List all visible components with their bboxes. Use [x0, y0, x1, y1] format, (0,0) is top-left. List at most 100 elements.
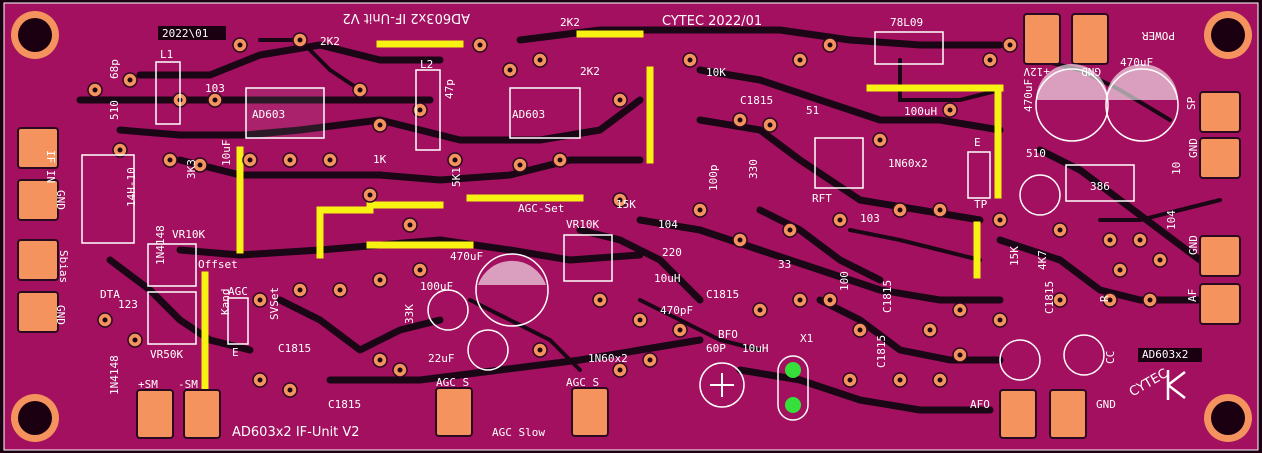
pad-drill-hole — [847, 377, 853, 383]
pad-drill-hole — [987, 57, 993, 63]
pad-drill-hole — [417, 107, 423, 113]
lbl-r10: 10 — [1170, 162, 1183, 175]
pad-drill-hole — [947, 107, 953, 113]
pad-drill-hole — [997, 217, 1003, 223]
pad-drill-hole — [1107, 237, 1113, 243]
pad-drill-hole — [997, 317, 1003, 323]
lbl-rft: RFT — [812, 192, 832, 205]
lbl-c103b: 103 — [860, 212, 880, 225]
lbl-l100uh: 100uH — [904, 105, 937, 118]
lbl-c470uf-a: 470uF — [450, 250, 483, 263]
lbl-afo: AFO — [970, 398, 990, 411]
rft-outline — [814, 137, 864, 189]
ic386-outline — [1065, 164, 1135, 202]
ad603b-outline — [509, 87, 581, 139]
pad-gnd-left-bot — [17, 291, 59, 333]
lbl-r33k: 33K — [403, 304, 416, 324]
agc-vr-outline — [227, 297, 249, 345]
lbl-gnd-right: GND — [1187, 138, 1200, 158]
lbl-r: R — [1098, 295, 1111, 302]
lbl-c470uf-c: 470uF — [1022, 79, 1035, 112]
lbl-d1n148a: 1N4148 — [154, 225, 167, 265]
cytec-logo — [1166, 370, 1186, 400]
lbl-c60p: 60P — [706, 342, 726, 355]
lbl-reg: 78L09 — [890, 16, 923, 29]
lbl-kand: Kand — [219, 289, 232, 316]
mounting-hole-br — [1204, 394, 1252, 442]
lbl-e1: E — [974, 136, 981, 149]
lbl-r510a: 510 — [108, 100, 121, 120]
lbl-c470pf: 470pF — [660, 304, 693, 317]
pad-drill-hole — [767, 122, 773, 128]
l1-outline — [155, 61, 181, 125]
ad603a-outline — [245, 87, 325, 139]
pad-drill-hole — [377, 277, 383, 283]
pad-drill-hole — [687, 57, 693, 63]
lbl-vr50k: VR50K — [150, 348, 183, 361]
lbl-af: AF — [1186, 289, 1199, 302]
pad-drill-hole — [297, 287, 303, 293]
code-label: 2022\01 — [162, 27, 208, 40]
lbl-svset: SVSet — [268, 287, 281, 320]
lbl-d1n60b: 1N60x2 — [588, 352, 628, 365]
crystal-x1 — [777, 355, 809, 421]
lbl-if-in: IF IN — [44, 150, 57, 183]
pad-drill-hole — [1137, 237, 1143, 243]
lbl-agc: AGC — [228, 285, 248, 298]
mounting-hole-tr — [1204, 11, 1252, 59]
lbl-r1k: 1K — [373, 153, 387, 166]
pad-drill-hole — [127, 77, 133, 83]
lbl-c47p: 47p — [443, 79, 456, 99]
lbl-relay: 14H-10 — [125, 167, 138, 207]
pad-drill-hole — [857, 327, 863, 333]
pad-drill-hole — [937, 377, 943, 383]
pad-drill-hole — [357, 87, 363, 93]
pad-drill-hole — [797, 57, 803, 63]
pad-drill-hole — [1147, 297, 1153, 303]
pad-drill-hole — [737, 117, 743, 123]
pad-if-in — [17, 127, 59, 169]
lbl-c100p: 100p — [707, 165, 720, 192]
lbl-r2k2a: 2K2 — [320, 35, 340, 48]
lbl-vr10k-b: VR10K — [566, 218, 599, 231]
mounting-hole-bl — [11, 394, 59, 442]
pad-drill-hole — [617, 367, 623, 373]
pad-drill-hole — [167, 157, 173, 163]
lbl-bfo: BFO — [718, 328, 738, 341]
lbl-c1815-a: C1815 — [278, 342, 311, 355]
vr50k-outline — [147, 291, 197, 345]
logo-sub: AD603x2 — [1142, 348, 1188, 361]
pad-drill-hole — [1157, 257, 1163, 263]
pad-drill-hole — [797, 297, 803, 303]
pad-drill-hole — [327, 157, 333, 163]
lbl-l10uh-b: 10uH — [742, 342, 769, 355]
pad-drill-hole — [637, 317, 643, 323]
pad-drill-hole — [517, 162, 523, 168]
connector-pads — [17, 13, 1241, 439]
lbl-gnd-right-2: GND — [1187, 235, 1200, 255]
pad-drill-hole — [1057, 227, 1063, 233]
pad-agc-s2 — [571, 387, 609, 437]
pad-drill-hole — [377, 357, 383, 363]
pad-drill-hole — [377, 122, 383, 128]
pad-drill-hole — [537, 347, 543, 353]
pad-drill-hole — [92, 87, 98, 93]
lbl-r5k1: 5K1 — [450, 167, 463, 187]
lbl-c22uf: 22uF — [428, 352, 455, 365]
pad-plus-sm — [136, 389, 174, 439]
component-outlines — [81, 31, 1135, 345]
lbl-c103a: 103 — [205, 82, 225, 95]
pad-drill-hole — [212, 97, 218, 103]
lbl-gnd-left: GND — [54, 190, 67, 210]
pad-drill-hole — [957, 352, 963, 358]
lbl-c1815-f: C1815 — [881, 280, 894, 313]
lbl-r330: 330 — [747, 159, 760, 179]
title-bottom: AD603x2 IF-Unit V2 — [232, 425, 360, 440]
pad-drill-hole — [417, 267, 423, 273]
pad-drill-hole — [1057, 297, 1063, 303]
lbl-plus12: +12V — [1023, 65, 1050, 78]
lbl-plus-sm: +SM — [138, 378, 158, 391]
pad-plus12 — [1023, 13, 1061, 65]
lbl-vr-e: E — [232, 346, 239, 359]
lbl-c1815-b: C1815 — [328, 398, 361, 411]
